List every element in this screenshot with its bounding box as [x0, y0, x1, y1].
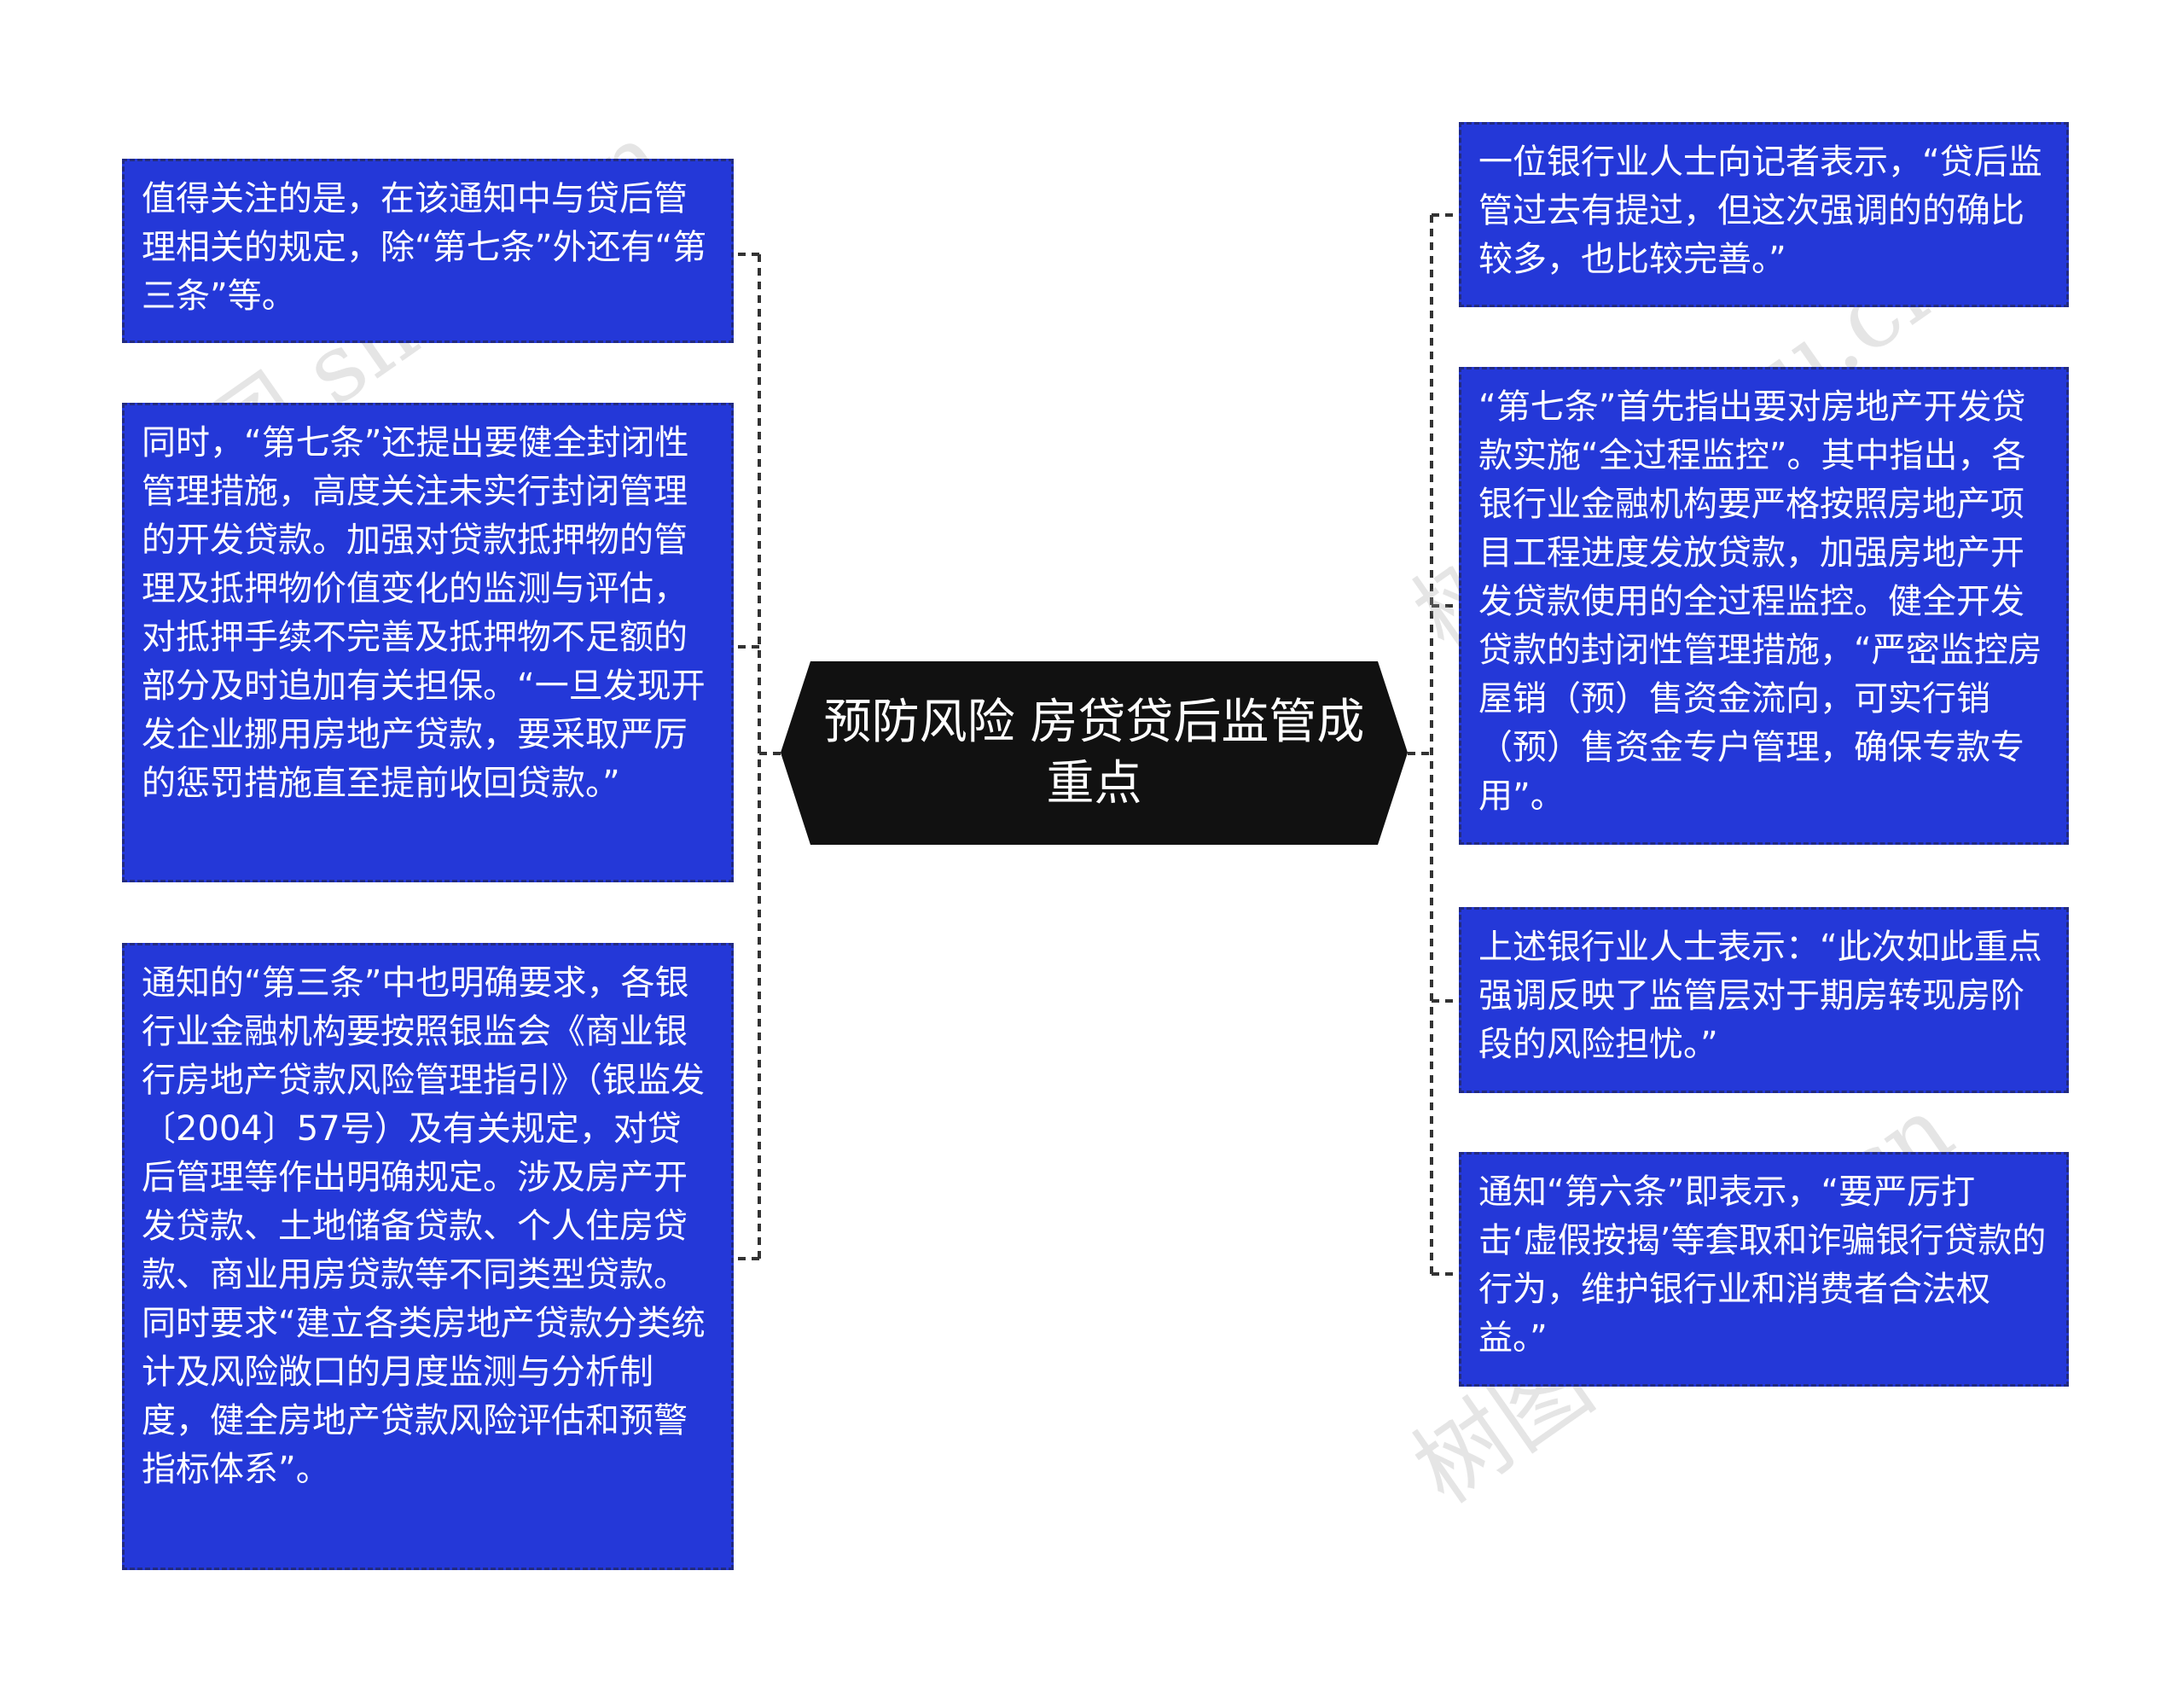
right-node-2[interactable]: “第七条”首先指出要对房地产开发贷款实施“全过程监控”。其中指出，各银行业金融机… [1459, 367, 2069, 845]
center-topic[interactable]: 预防风险 房贷贷后监管成重点 [781, 661, 1408, 845]
right-node-1[interactable]: 一位银行业人士向记者表示，“贷后监管过去有提过，但这次强调的的确比较多，也比较完… [1459, 122, 2069, 307]
left-node-2[interactable]: 同时，“第七条”还提出要健全封闭性管理措施，高度关注未实行封闭管理的开发贷款。加… [122, 403, 734, 882]
left-node-3[interactable]: 通知的“第三条”中也明确要求，各银行业金融机构要按照银监会《商业银行房地产贷款风… [122, 943, 734, 1570]
left-node-1[interactable]: 值得关注的是，在该通知中与贷后管理相关的规定，除“第七条”外还有“第三条”等。 [122, 159, 734, 343]
center-topic-label: 预防风险 房贷贷后监管成重点 [823, 694, 1365, 812]
right-node-4[interactable]: 通知“第六条”即表示，“要严厉打击‘虚假按揭’等套取和诈骗银行贷款的行为，维护银… [1459, 1152, 2069, 1387]
right-node-3[interactable]: 上述银行业人士表示：“此次如此重点强调反映了监管层对于期房转现房阶段的风险担忧。… [1459, 907, 2069, 1093]
center-topic-shape [781, 661, 1408, 845]
